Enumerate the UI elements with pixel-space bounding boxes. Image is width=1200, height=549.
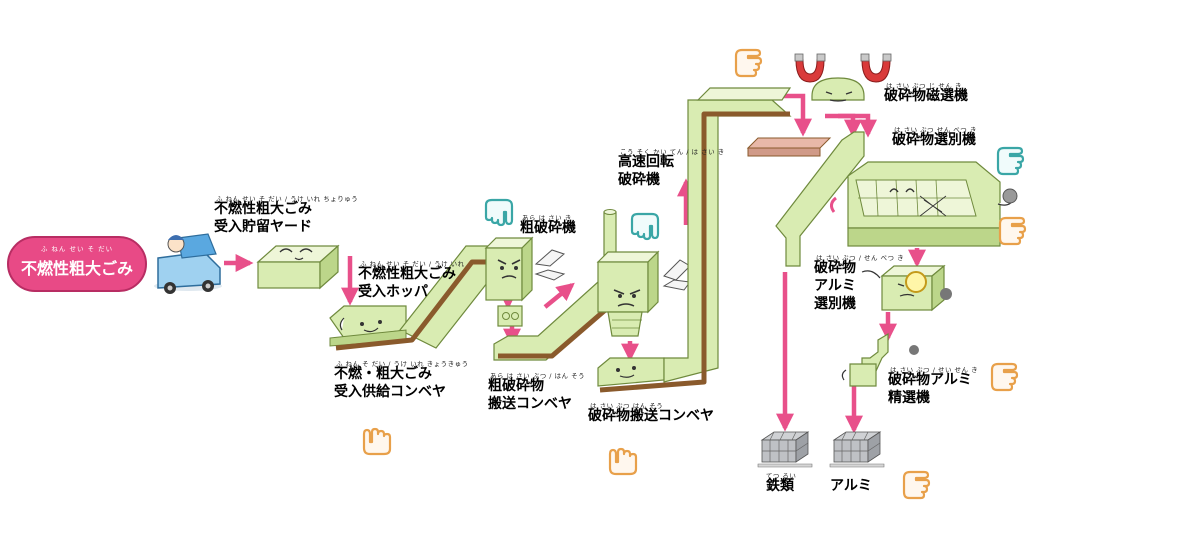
source-label: 不燃性粗大ごみ [20,259,133,278]
coarse-crusher-machine [484,236,566,327]
output-label-iron: 鉄類 [766,478,794,494]
stage-label-coarse-conveyor: 粗破砕物搬送コンベヤ [488,378,572,412]
pointing-hand-icon[interactable] [998,216,1027,246]
bucket-lift-machine [597,87,792,393]
aluminum-refiner-machine [841,332,919,387]
stage-label-sorter: 破砕物選別機 [892,132,976,148]
source-badge: ふ ねん せい そ だい 不燃性粗大ごみ [7,236,147,292]
pointing-hand-icon[interactable] [630,212,660,241]
metal-bale-icon [757,431,813,468]
pointing-hand-icon[interactable] [362,427,392,456]
output-ruby: てつ るい [766,472,797,480]
stage-label-feed-conveyor: 不燃・粗大ごみ受入供給コンベヤ [334,366,446,400]
iron-chute [775,131,865,267]
stage-ruby: は さい ぶつ はん そう [590,402,664,410]
stage-label-hopper: 不燃性粗大ごみ受入ホッパ [358,266,456,300]
arrow-up-belt [543,282,575,309]
stage-label-coarse-crusher: 粗破砕機 [520,220,576,236]
high-speed-crusher-machine [596,209,691,337]
output-label-aluminum: アルミ [830,478,872,494]
stage-ruby: ふ ねん せい そ だい / うけ いれ ちょりゅう [216,195,359,203]
aluminum-sorter-machine [861,264,952,312]
arrow-to-sorter-a [825,113,862,138]
stage-ruby: ふ ねん せい そ だい / うけ いれ [360,260,465,268]
pointing-hand-icon[interactable] [902,470,931,500]
stage-label-high-speed-crusher: 高速回転破砕機 [618,154,674,188]
stage-label-yard: 不燃性粗大ごみ受入貯留ヤード [214,201,312,235]
stage-ruby: あら は さい き [522,214,572,222]
pointing-hand-icon[interactable] [990,362,1019,392]
arrow-to-sorter-b [838,113,877,138]
garbage-truck-icon [154,233,222,294]
stage-ruby: は さい ぶつ じ せん き [886,82,962,90]
stage-label-aluminum-refiner: 破砕物アルミ精選機 [888,372,972,406]
stage-ruby: は さい ぶつ / せん べつ き [816,254,905,262]
stage-ruby: ふ ねん そ だい / うけ いれ きょうきゅう [336,360,469,368]
stage-label-magnetic-separator: 破砕物磁選機 [884,88,968,104]
sorter-machine [829,161,1018,247]
pointing-hand-icon[interactable] [734,48,763,78]
stage-ruby: は さい ぶつ せん べつ き [894,126,977,134]
magnetic-separator-machine [746,77,865,157]
magnet-icon [860,53,892,83]
stage-ruby: あら は さい ぶつ / はん そう [490,372,586,380]
stage-label-crushed-conveyor: 破砕物搬送コンベヤ [588,408,714,424]
receiving-yard [256,244,340,290]
pointing-hand-icon[interactable] [484,198,514,227]
stage-label-aluminum-sorter: 破砕物アルミ選別機 [814,260,856,312]
stage-ruby: こう そく かい てん / は さい き [620,148,725,156]
pointing-hand-icon[interactable] [996,146,1025,176]
source-ruby: ふ ねん せい そ だい [40,245,114,253]
pointing-hand-icon[interactable] [608,447,638,476]
magnet-icon [794,53,826,83]
stage-ruby: は さい ぶつ / せい せん き [890,366,979,374]
metal-bale-icon [829,431,885,468]
